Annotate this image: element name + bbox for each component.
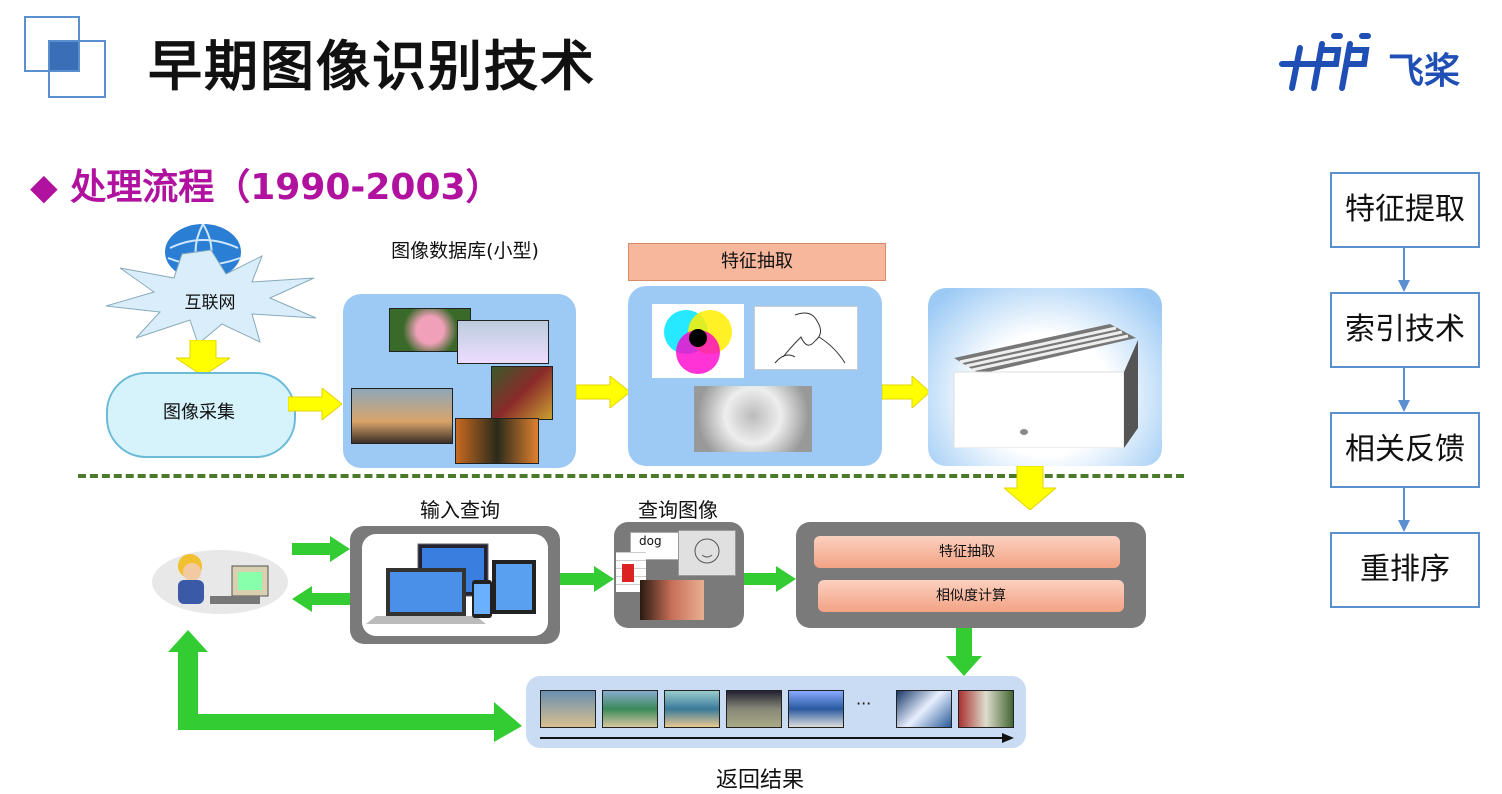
side-arrow-2 <box>1397 366 1411 412</box>
paddle-logo <box>1278 30 1478 92</box>
side-arrow-3 <box>1397 486 1411 532</box>
internet-label: 互联网 <box>184 293 236 313</box>
side-step-2: 索引技术 <box>1330 292 1480 368</box>
side-arrow-1 <box>1397 246 1411 292</box>
tiger-thumb <box>455 418 539 464</box>
dashed-separator <box>78 474 1184 478</box>
user-computer-icon <box>150 544 290 614</box>
acquisition-node <box>106 372 296 458</box>
paddle-logo-icon <box>1279 33 1371 91</box>
results-order-arrow <box>540 733 1014 743</box>
green-arrow-down <box>946 628 982 676</box>
green-arrow-right-3 <box>744 566 796 592</box>
side-step-4: 重排序 <box>1330 532 1480 608</box>
acquisition-label: 图像采集 <box>163 402 235 423</box>
side-step-1: 特征提取 <box>1330 172 1480 248</box>
file-index-icon <box>953 324 1138 448</box>
internet-burst <box>102 248 320 346</box>
devices-thumb <box>362 534 548 636</box>
database-label: 图像数据库(小型) <box>391 240 539 262</box>
yellow-arrow-down-2 <box>1002 465 1058 511</box>
side-step-3: 相关反馈 <box>1330 412 1480 488</box>
title-decoration <box>22 16 106 98</box>
edge-sketch <box>754 306 858 370</box>
feature-extract-bottom: 特征抽取 <box>814 536 1120 568</box>
color-circles-icon <box>652 304 744 378</box>
result-thumb-7 <box>958 690 1014 728</box>
stainedglass-thumb <box>491 366 553 420</box>
green-arrow-right-2 <box>560 566 614 592</box>
input-query-label: 输入查询 <box>420 498 500 522</box>
green-arrow-right-1 <box>292 536 350 562</box>
result-thumb-4 <box>726 690 782 728</box>
green-arrow-left-1 <box>292 586 350 612</box>
result-thumb-3 <box>664 690 720 728</box>
query-image-panel: dog <box>614 522 744 628</box>
section-heading: ◆ 处理流程（1990-2003） <box>30 167 502 208</box>
result-thumb-5 <box>788 690 844 728</box>
similarity-box: 相似度计算 <box>818 580 1124 612</box>
result-thumb-2 <box>602 690 658 728</box>
input-query-panel <box>350 526 560 644</box>
green-return-arrow <box>168 630 522 742</box>
return-results-label: 返回结果 <box>715 768 804 793</box>
lake-thumb <box>351 388 453 444</box>
database-panel <box>343 294 576 468</box>
results-ellipsis: ··· <box>856 694 872 713</box>
result-thumb-6 <box>896 690 952 728</box>
yellow-arrow-right-2 <box>575 374 631 410</box>
yellow-arrow-right-1 <box>287 386 343 422</box>
texture-thumb <box>694 386 812 452</box>
results-strip: ··· <box>526 676 1026 748</box>
face-sketch <box>678 530 736 576</box>
yellow-arrow-right-3 <box>881 374 931 410</box>
blimp-thumb <box>457 320 549 364</box>
query-image-label: 查询图像 <box>638 498 718 522</box>
index-panel <box>928 288 1162 466</box>
feature-extract-header: 特征抽取 <box>628 243 886 281</box>
feature-panel <box>628 286 882 466</box>
couple-thumb <box>640 580 704 620</box>
result-thumb-1 <box>540 690 596 728</box>
yellow-arrow-down-1 <box>174 339 232 377</box>
logo-text: 飞桨 <box>1388 51 1461 92</box>
page-title: 早期图像识别技术 <box>148 35 596 98</box>
